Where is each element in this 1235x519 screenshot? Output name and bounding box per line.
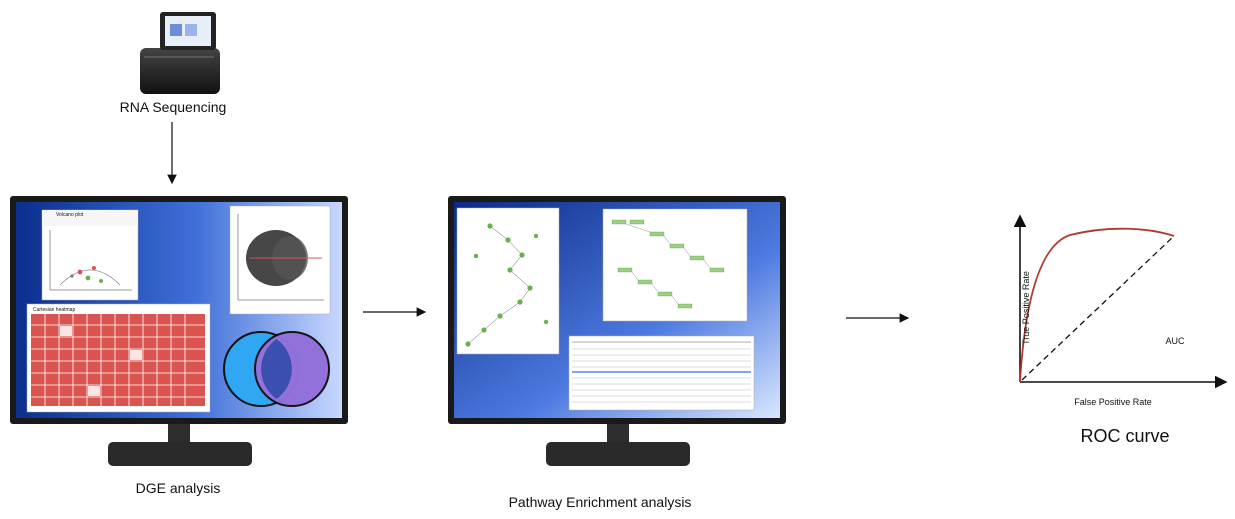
- sequencer-icon: [140, 12, 220, 94]
- roc-x-axis-label: False Positive Rate: [1074, 397, 1152, 407]
- ma-plot-panel: [229, 205, 331, 315]
- roc-curve: [1019, 227, 1175, 383]
- pathway-map-panel: [602, 208, 748, 322]
- roc-auc-label: AUC: [1165, 336, 1185, 346]
- venn-diagram: [223, 331, 330, 407]
- roc-y-axis-label: True Positive Rate: [1021, 271, 1031, 345]
- roc-diagonal: [1021, 235, 1175, 381]
- volcano-plot-title: Volcano plot: [56, 212, 84, 218]
- dge-monitor: [10, 196, 348, 466]
- pathway-monitor: [448, 196, 786, 466]
- roc-curve-label: ROC curve: [1080, 426, 1170, 446]
- pathway-enrichment-label: Pathway Enrichment analysis: [508, 494, 692, 510]
- dge-analysis-label: DGE analysis: [135, 480, 221, 496]
- roc-plot: [1013, 214, 1228, 389]
- network-panel: [456, 207, 560, 355]
- heatmap-title: Cartesian heatmap: [33, 307, 76, 313]
- rna-sequencing-label: RNA Sequencing: [119, 99, 227, 115]
- enrichment-table-panel: [568, 335, 755, 411]
- volcano-plot-panel: [41, 209, 139, 301]
- heatmap-panel: [26, 303, 211, 413]
